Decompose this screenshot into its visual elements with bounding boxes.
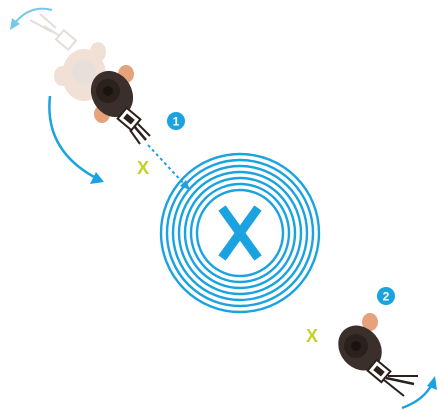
tripod-icon-1: [118, 108, 150, 144]
tripod-icon-2: [368, 360, 418, 396]
step-badge-1: 1: [167, 112, 185, 130]
direction-arrow-icon: [402, 376, 437, 408]
floor-x-mark-2: X: [306, 326, 318, 346]
x-target-icon: [222, 208, 258, 258]
ghost-tripod-icon: [30, 14, 76, 50]
step-label-1: 1: [173, 115, 180, 129]
person-with-tripod-icon-2: [329, 313, 418, 396]
floor-x-mark-1: X: [137, 158, 149, 178]
step-badge-2: 2: [377, 287, 395, 305]
step-label-2: 2: [383, 290, 390, 304]
